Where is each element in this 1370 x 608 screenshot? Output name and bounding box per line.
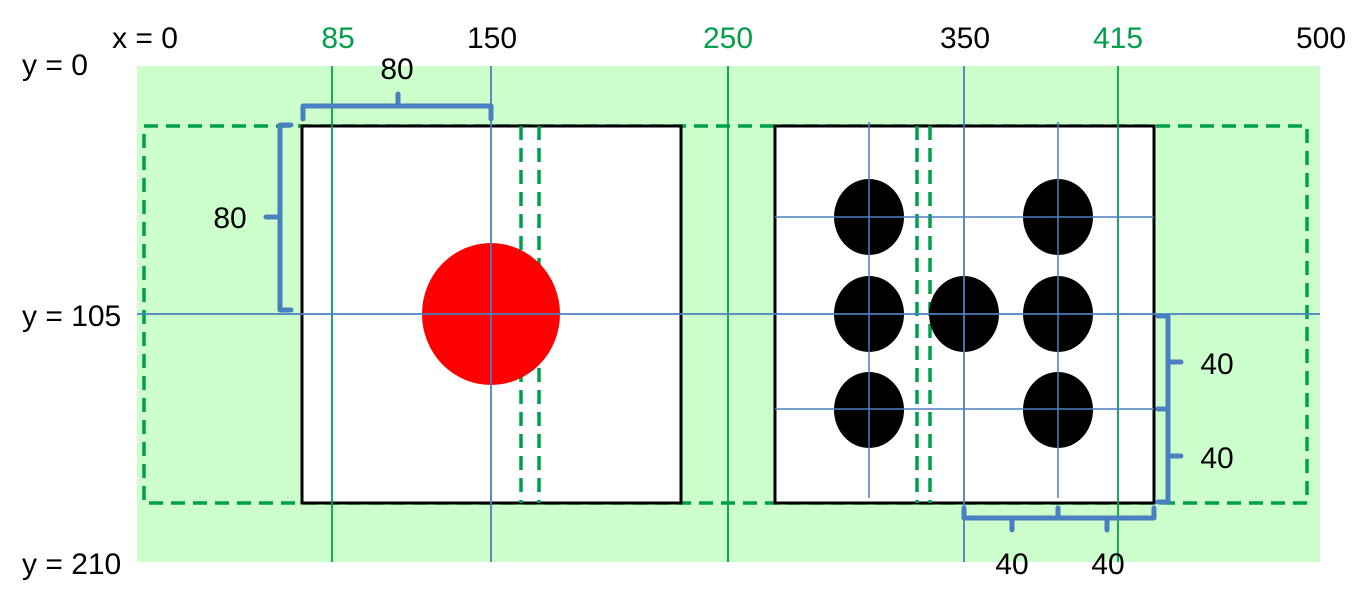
- left-label-y0: y = 0: [22, 49, 88, 82]
- dimension-label-bottom-right: 40: [1091, 548, 1124, 581]
- dimension-label-left-height: 80: [213, 202, 246, 235]
- top-label-250: 250: [703, 22, 753, 55]
- top-label-x0: x = 0: [112, 22, 178, 55]
- right-lower-brace: [1155, 406, 1184, 505]
- dimension-label-right-lower: 40: [1200, 442, 1233, 475]
- top-label-350: 350: [940, 22, 990, 55]
- left-label-y210: y = 210: [22, 548, 121, 581]
- left-label-y105: y = 105: [22, 300, 121, 333]
- dimension-label-right-upper: 40: [1200, 348, 1233, 381]
- bottom-right-brace: [1055, 505, 1157, 533]
- top-width-brace: [300, 91, 494, 122]
- dimension-label-bottom-left: 40: [995, 548, 1028, 581]
- top-label-150: 150: [467, 22, 517, 55]
- dimension-label-top-width: 80: [380, 53, 413, 86]
- top-label-415: 415: [1093, 22, 1143, 55]
- top-label-85: 85: [321, 22, 354, 55]
- left-height-brace: [263, 122, 294, 313]
- top-label-500: 500: [1296, 22, 1346, 55]
